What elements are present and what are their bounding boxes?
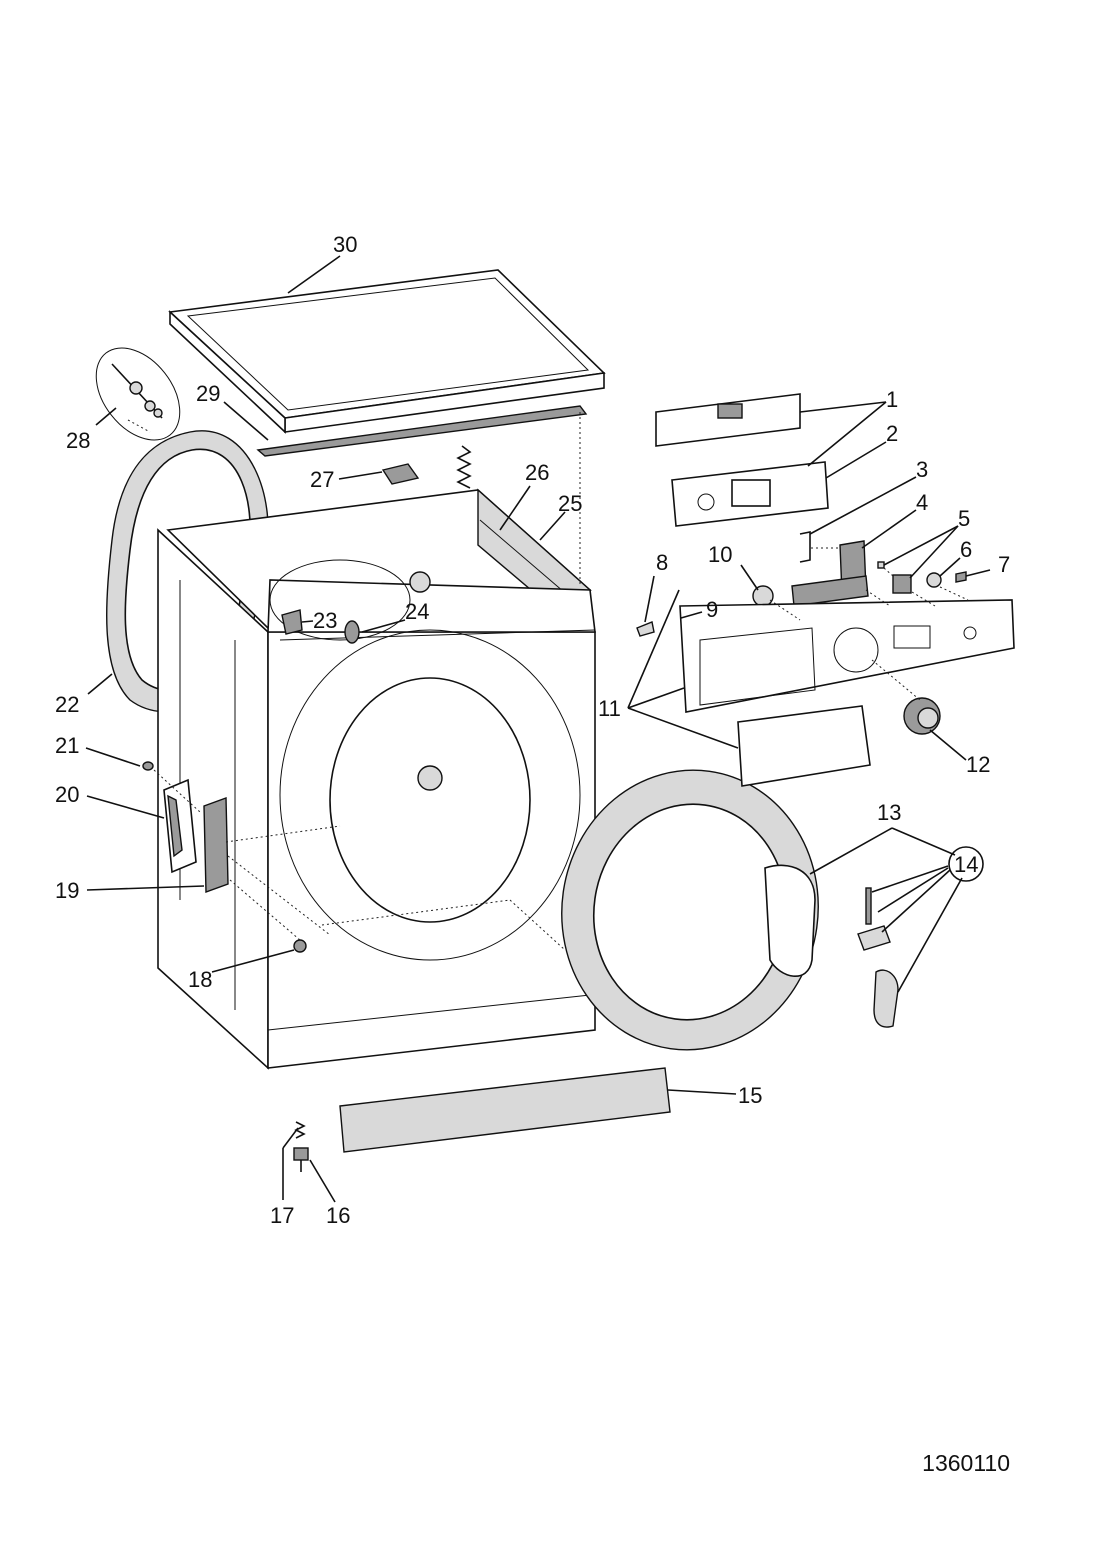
callout-18: 18 xyxy=(188,967,212,992)
leader-lines xyxy=(85,255,991,1203)
callout-23: 23 xyxy=(313,608,337,633)
callouts: 1 2 3 4 5 6 7 8 9 10 11 12 13 14 15 16 1… xyxy=(55,232,1010,1228)
filter-cap-part xyxy=(344,620,360,644)
callout-24: 24 xyxy=(405,599,429,624)
callout-3: 3 xyxy=(916,457,928,482)
door-hinge-part xyxy=(203,797,229,893)
door-latch-part xyxy=(163,778,197,874)
bracket-3-part xyxy=(799,531,811,563)
callout-12: 12 xyxy=(966,752,990,777)
button-strip-part xyxy=(791,575,869,607)
spring-part xyxy=(456,445,472,489)
door-assembly-part xyxy=(561,769,819,1051)
kickplate-part xyxy=(339,1067,671,1153)
callout-21: 21 xyxy=(55,733,79,758)
callout-15: 15 xyxy=(738,1083,762,1108)
callout-6: 6 xyxy=(960,537,972,562)
top-cover-part xyxy=(168,269,606,434)
callout-5: 5 xyxy=(958,506,970,531)
led-5-part xyxy=(877,561,912,594)
callout-10: 10 xyxy=(708,542,732,567)
screw-18-part xyxy=(293,939,307,953)
callout-7: 7 xyxy=(998,552,1010,577)
callout-22: 22 xyxy=(55,692,79,717)
fascia-panel-part xyxy=(679,599,1015,713)
front-strip-part xyxy=(256,405,588,457)
door-hinge-kit-part xyxy=(857,887,899,1028)
door-opening-part xyxy=(279,629,581,961)
callout-11: 11 xyxy=(598,696,621,721)
duct-part xyxy=(281,609,303,635)
screw-21-part xyxy=(142,761,154,771)
callout-14: 14 xyxy=(954,852,978,877)
callout-27: 27 xyxy=(310,467,334,492)
clip-8-part xyxy=(636,621,655,637)
callout-25: 25 xyxy=(558,491,582,516)
callout-2: 2 xyxy=(886,421,898,446)
drawer-handle-part xyxy=(737,705,871,787)
clip-part xyxy=(381,463,420,485)
knob-10-part xyxy=(752,585,774,607)
control-pcb-2-part xyxy=(671,461,829,527)
callout-17: 17 xyxy=(270,1203,294,1228)
callout-9: 9 xyxy=(706,597,718,622)
diagram-number: 1360110 xyxy=(922,1450,1010,1476)
assembly-lines xyxy=(127,412,969,951)
callout-30: 30 xyxy=(333,232,357,257)
callout-29: 29 xyxy=(196,381,220,406)
callout-1: 1 xyxy=(886,387,898,412)
callout-26: 26 xyxy=(525,460,549,485)
control-pcb-1-part xyxy=(655,393,801,447)
callout-19: 19 xyxy=(55,878,79,903)
callout-20: 20 xyxy=(55,782,79,807)
callout-13: 13 xyxy=(877,800,901,825)
hinge-kit-part xyxy=(95,347,181,441)
callout-4: 4 xyxy=(916,490,928,515)
programme-knob-part xyxy=(903,697,941,735)
screw-7-part xyxy=(955,571,967,583)
knob-6-part xyxy=(926,572,942,588)
callout-8: 8 xyxy=(656,550,668,575)
callout-16: 16 xyxy=(326,1203,350,1228)
callout-28: 28 xyxy=(66,428,90,453)
